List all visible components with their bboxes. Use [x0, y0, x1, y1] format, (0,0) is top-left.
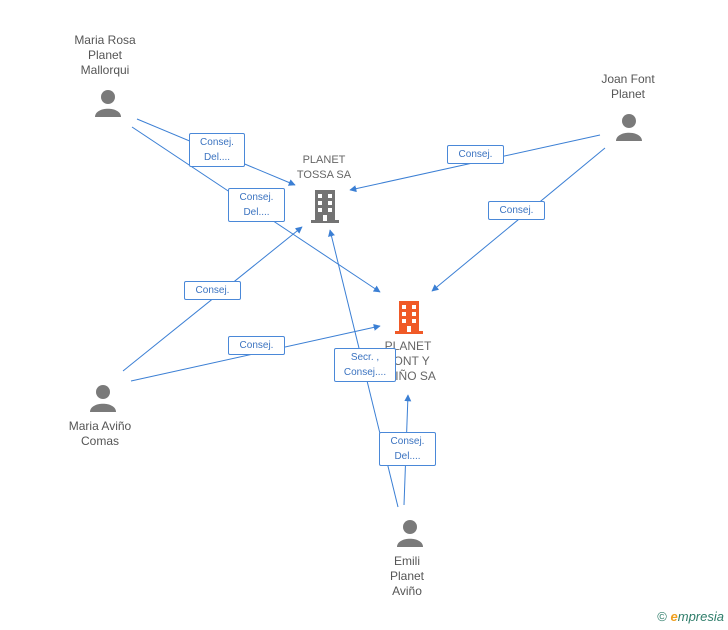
- edge-label[interactable]: Secr. , Consej....: [334, 348, 396, 382]
- brand-name: mpresia: [677, 609, 724, 624]
- edge-label[interactable]: Consej. Del....: [228, 188, 285, 222]
- person-name-maria-avino[interactable]: Maria Aviño Comas: [68, 419, 132, 448]
- edge-label[interactable]: Consej.: [447, 145, 504, 164]
- brand-initial: e: [670, 609, 678, 624]
- person-name-joan-font[interactable]: Joan Font Planet: [601, 72, 655, 101]
- person-icon[interactable]: [395, 518, 425, 553]
- person-icon[interactable]: [614, 112, 644, 147]
- edge-label[interactable]: Consej. Del....: [379, 432, 436, 466]
- company-name-tossa[interactable]: PLANET TOSSA SA: [296, 154, 352, 181]
- person-icon[interactable]: [88, 383, 118, 418]
- edge-label[interactable]: Consej.: [228, 336, 285, 355]
- credit-logo[interactable]: © empresia: [657, 609, 724, 624]
- edge-label[interactable]: Consej.: [488, 201, 545, 220]
- edge-label[interactable]: Consej.: [184, 281, 241, 300]
- building-icon[interactable]: [393, 299, 425, 340]
- building-icon[interactable]: [309, 188, 341, 229]
- edge-label[interactable]: Consej. Del....: [189, 133, 245, 167]
- person-name-emili[interactable]: Emili Planet Aviño: [389, 554, 425, 598]
- copyright-symbol: ©: [657, 609, 667, 624]
- person-name-maria-rosa[interactable]: Maria Rosa Planet Mallorqui: [74, 33, 136, 77]
- person-icon[interactable]: [93, 88, 123, 123]
